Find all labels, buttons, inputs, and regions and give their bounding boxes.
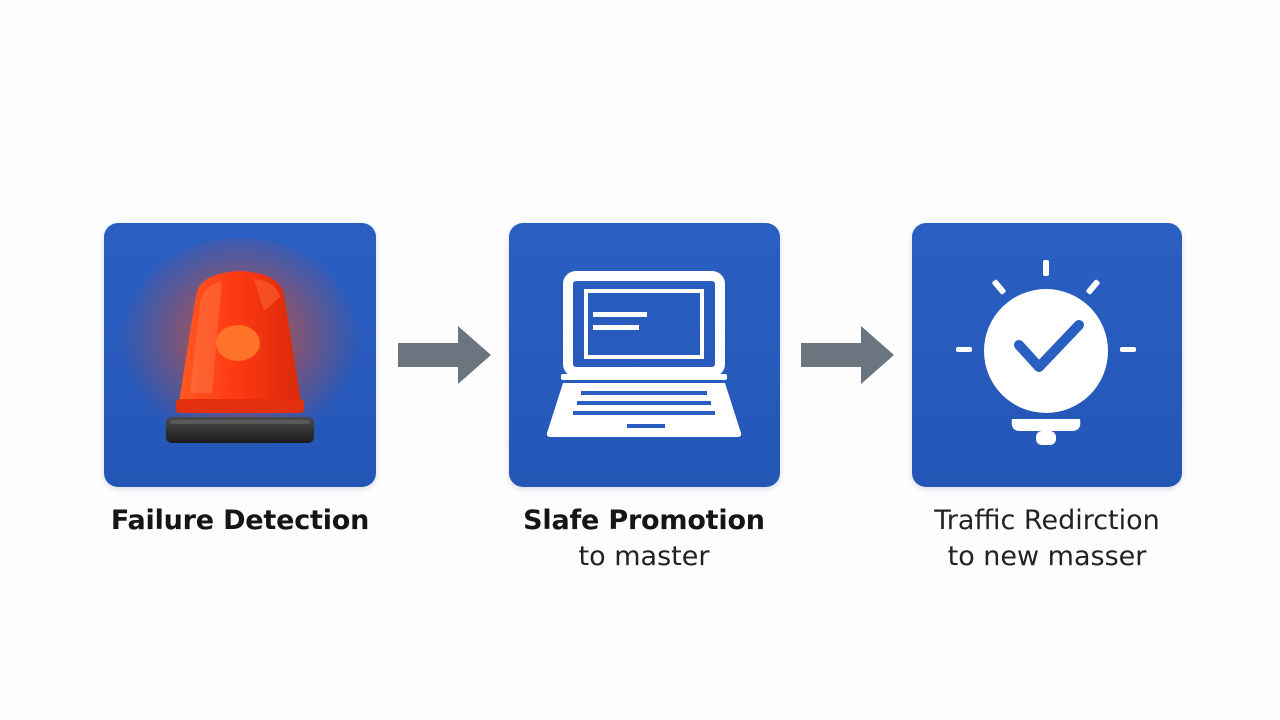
step-subtitle: to new masser xyxy=(947,541,1147,572)
lightbulb-check-icon xyxy=(956,260,1136,445)
arrow-icon xyxy=(801,326,894,384)
step-subtitle: to master xyxy=(578,541,710,572)
step-title: Traffic Redirction xyxy=(934,505,1160,536)
failure-detection-box xyxy=(104,223,376,487)
traffic-redirection-box xyxy=(912,223,1182,487)
traffic-redirection-caption: Traffic Redirction to new masser xyxy=(897,503,1197,575)
slave-promotion-box xyxy=(509,223,780,487)
step-title: Slafe Promotion xyxy=(523,505,765,536)
laptop-icon xyxy=(546,271,742,437)
slave-promotion-caption: Slafe Promotion to master xyxy=(494,503,794,575)
failure-detection-caption: Failure Detection xyxy=(90,503,390,539)
step-title: Failure Detection xyxy=(110,505,370,536)
siren-icon xyxy=(120,238,360,458)
arrow-icon xyxy=(398,326,491,384)
